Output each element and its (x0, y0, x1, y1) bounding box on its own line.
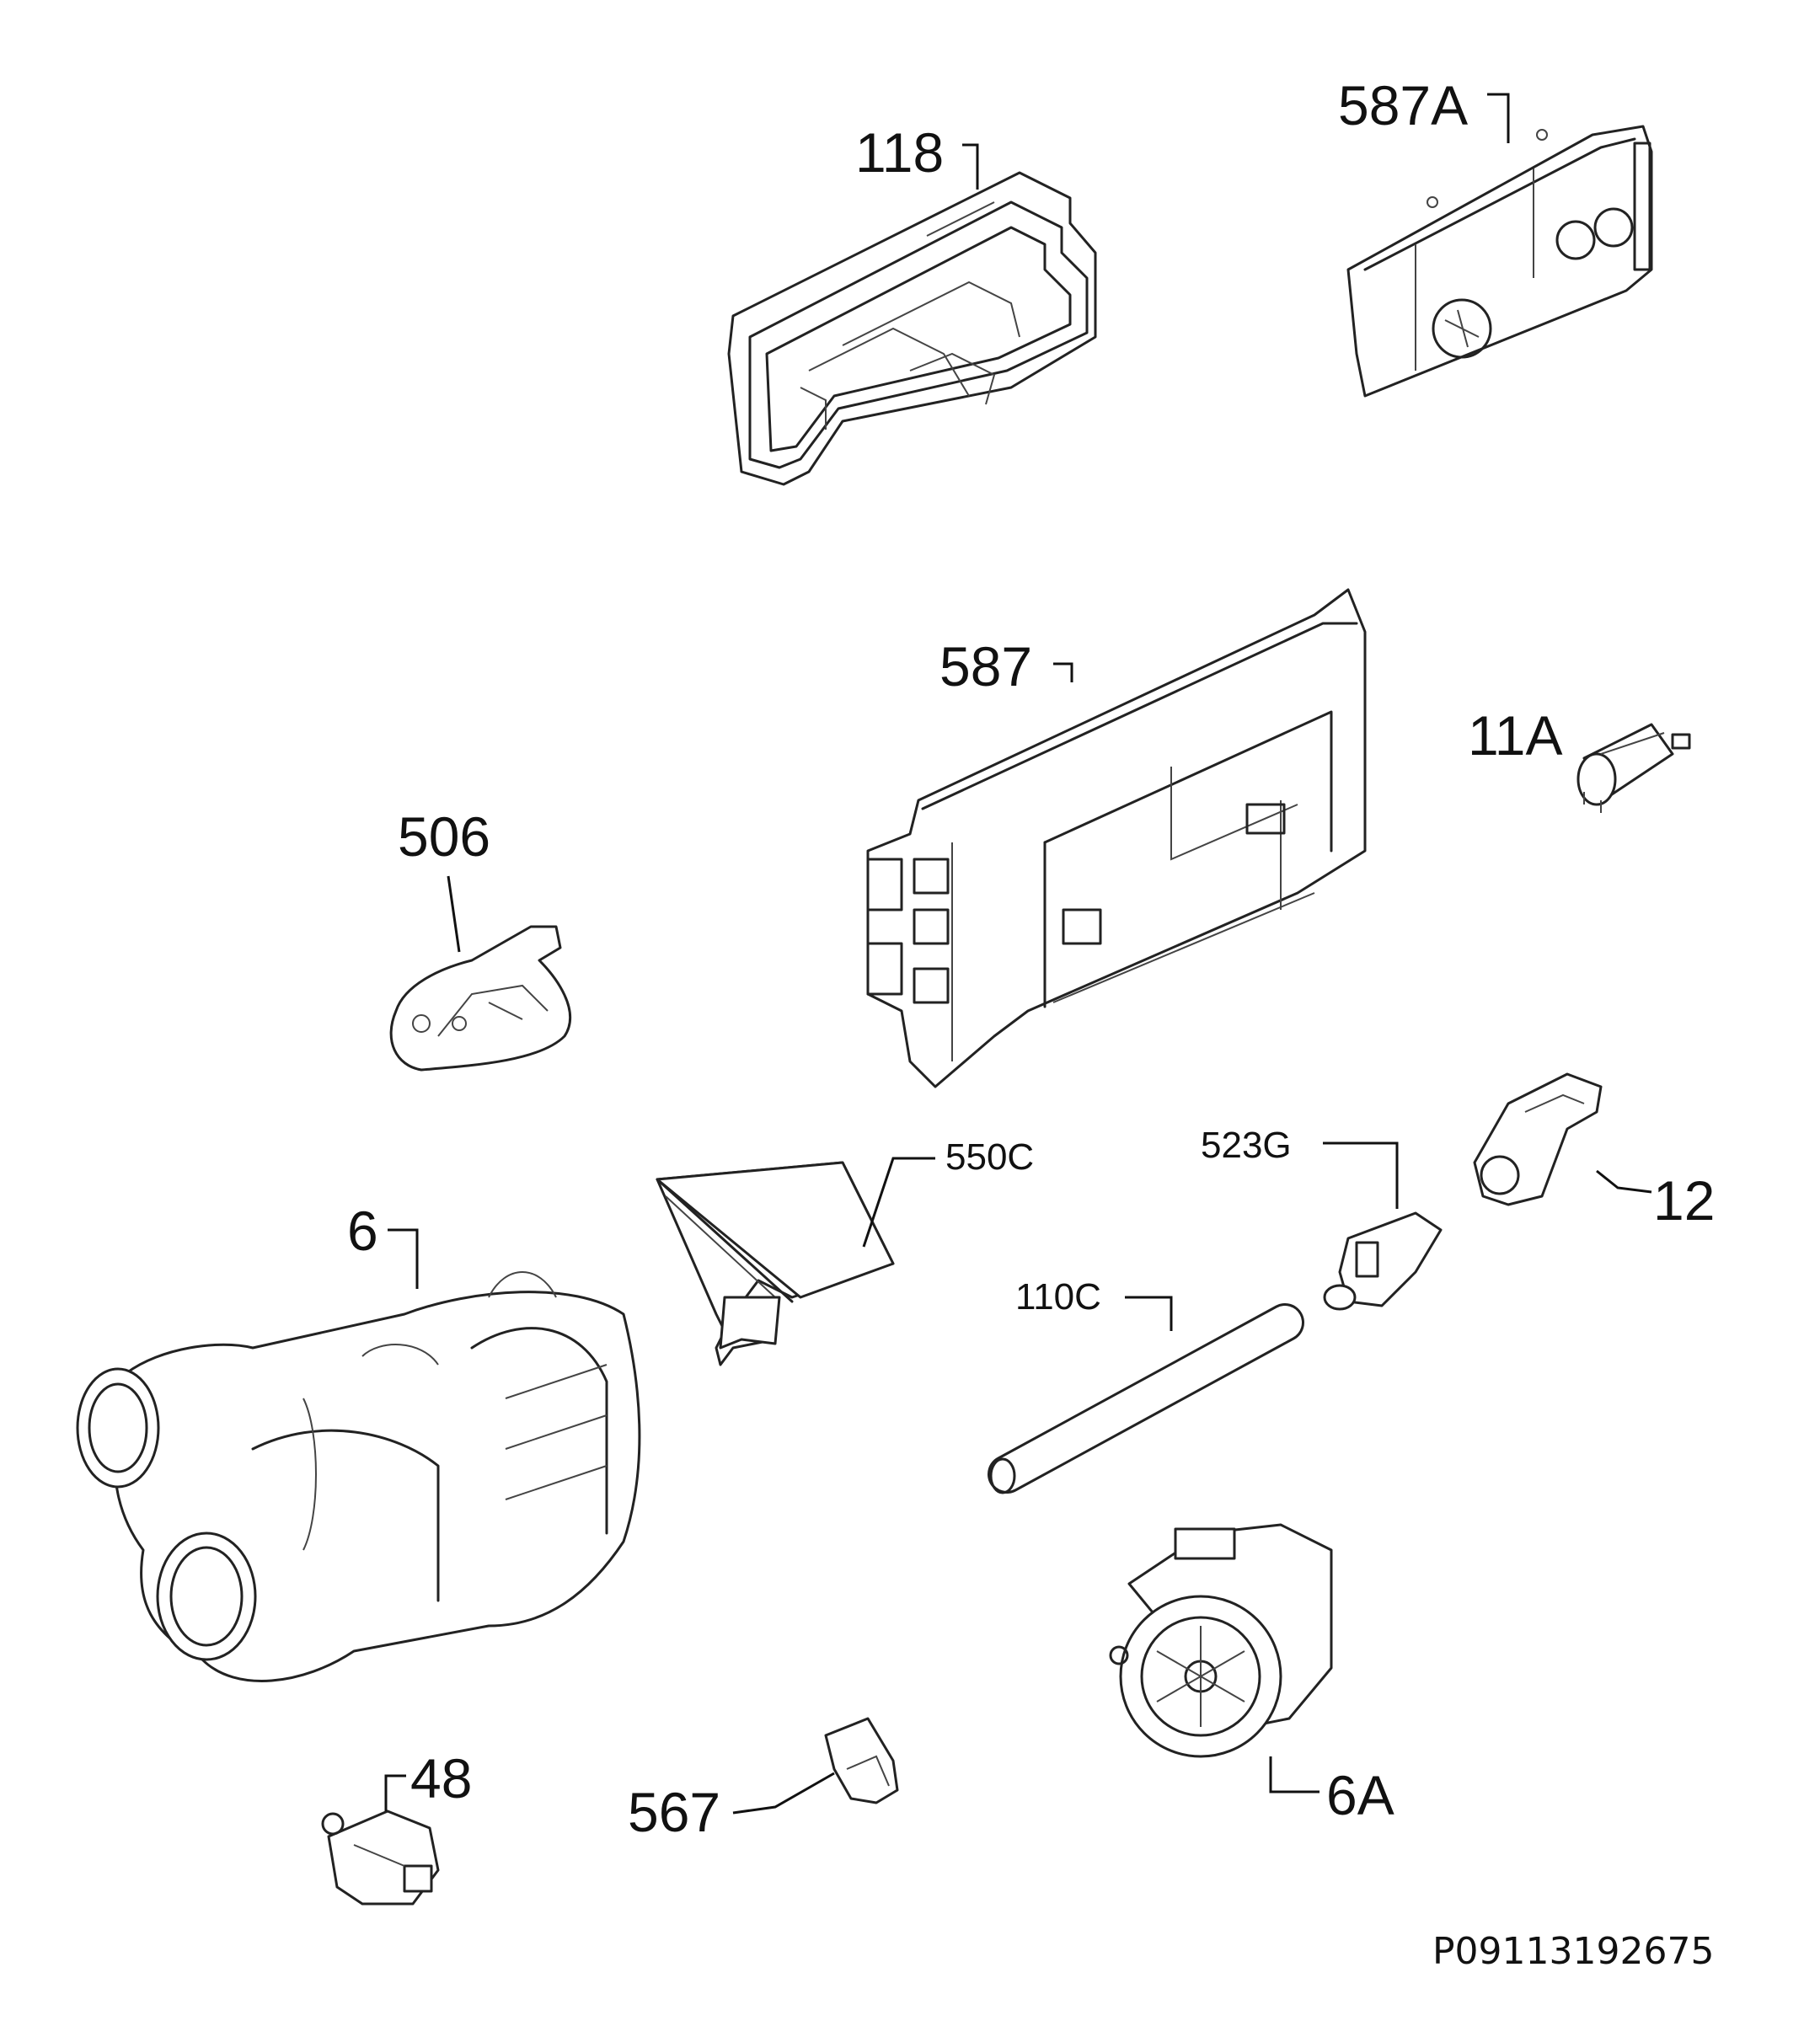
part-550c-bracket (656, 1157, 935, 1366)
part-506-latch (389, 875, 571, 1072)
label-6a: 6A (1326, 1764, 1394, 1826)
label-567: 567 (628, 1781, 721, 1843)
label-leaders (962, 93, 1510, 682)
label-550c: 550C (945, 1136, 1035, 1178)
label-587: 587 (939, 635, 1033, 698)
label-12: 12 (1653, 1169, 1716, 1232)
part-567-clip (732, 1717, 899, 1815)
label-11a: 11A (1468, 704, 1563, 767)
label-6: 6 (347, 1200, 378, 1262)
label-48: 48 (410, 1747, 473, 1810)
part-587-electronic-board (866, 588, 1367, 1088)
part-11a-cylinder (1576, 723, 1691, 813)
label-118: 118 (855, 121, 945, 184)
part-110c-hose (988, 1296, 1304, 1494)
label-523g: 523G (1201, 1125, 1292, 1166)
label-110c: 110C (1015, 1276, 1101, 1318)
part-48-sensor (321, 1774, 440, 1906)
part-523g-connector (1323, 1141, 1443, 1311)
part-12-sensor (1473, 1072, 1652, 1206)
part-6-circulation-pump (76, 1228, 641, 1682)
part-587a-control-module (1346, 125, 1653, 398)
label-587a: 587A (1338, 74, 1469, 136)
part-118-cover (727, 171, 1097, 486)
label-506: 506 (398, 805, 491, 868)
part-6a-drain-pump (1109, 1523, 1333, 1793)
drawing-code: P09113192675 (1432, 1930, 1715, 1973)
